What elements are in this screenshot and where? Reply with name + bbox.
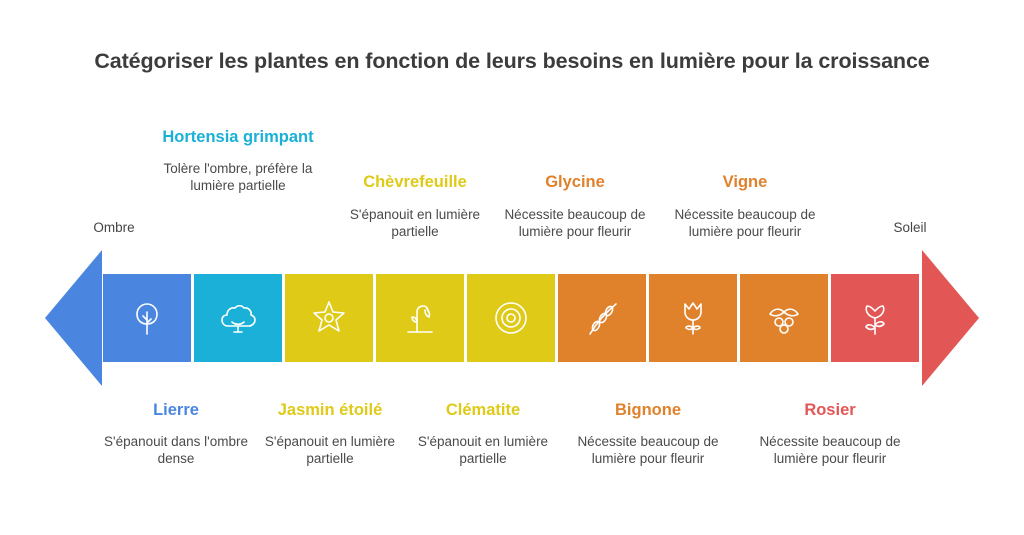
plant-name: Bignone — [615, 401, 681, 419]
cell-rosier — [831, 274, 919, 362]
plant-name: Rosier — [804, 401, 856, 419]
cell-glycine — [558, 274, 646, 362]
bush-icon — [221, 304, 256, 333]
sun-label: Soleil — [893, 220, 927, 235]
plant-description: S'épanouit dans l'ombre dense — [104, 434, 248, 466]
grapes-icon — [769, 308, 799, 334]
plant-name: Glycine — [545, 173, 605, 191]
shade-label: Ombre — [93, 220, 135, 235]
annotation-vigne: Vigne Nécessite beaucoup de lumière pour… — [660, 172, 830, 240]
plant-description: S'épanouit en lumière partielle — [349, 207, 481, 239]
star-flower-icon — [313, 301, 345, 332]
round-flower-icon — [495, 302, 527, 334]
wilted-flower-icon — [407, 305, 433, 333]
plant-description: Nécessite beaucoup de lumière pour fleur… — [504, 207, 646, 239]
plant-name: Lierre — [153, 401, 199, 419]
diagram-title: Catégoriser les plantes en fonction de l… — [94, 49, 930, 73]
plant-name: Clématite — [445, 401, 521, 419]
cell-lierre — [103, 274, 191, 362]
plant-name: Vigne — [722, 173, 768, 191]
plant-description: S'épanouit en lumière partielle — [264, 434, 396, 466]
plant-description: Tolère l'ombre, préfère la lumière parti… — [163, 161, 313, 193]
annotation-lierre: Lierre S'épanouit dans l'ombre dense — [91, 400, 261, 467]
annotation-chevrefeuille: Chèvrefeuille S'épanouit en lumière part… — [330, 172, 500, 240]
cell-vigne — [740, 274, 828, 362]
plant-description: Nécessite beaucoup de lumière pour fleur… — [674, 207, 816, 239]
annotation-bignone: Bignone Nécessite beaucoup de lumière po… — [563, 400, 733, 467]
cell-hortensia — [194, 274, 282, 362]
plant-name: Hortensia grimpant — [162, 128, 314, 146]
tree-icon — [136, 303, 158, 335]
tulip-icon — [684, 302, 702, 335]
flower-branch-icon — [589, 303, 617, 335]
cell-chevrefeuille — [376, 274, 464, 362]
annotation-hortensia: Hortensia grimpant Tolère l'ombre, préfè… — [153, 127, 323, 194]
annotation-jasmin: Jasmin étoilé S'épanouit en lumière part… — [245, 400, 415, 467]
cell-bignone — [649, 274, 737, 362]
plant-name: Chèvrefeuille — [363, 173, 467, 191]
plant-name: Jasmin étoilé — [277, 401, 383, 419]
cell-jasmin — [285, 274, 373, 362]
rose-icon — [865, 305, 885, 335]
annotation-rosier: Rosier Nécessite beaucoup de lumière pou… — [745, 400, 915, 467]
plant-description: Nécessite beaucoup de lumière pour fleur… — [759, 434, 901, 466]
annotation-glycine: Glycine Nécessite beaucoup de lumière po… — [490, 172, 660, 240]
right-arrowhead — [922, 250, 979, 386]
annotation-clematite: Clématite S'épanouit en lumière partiell… — [398, 400, 568, 467]
cell-clematite — [467, 274, 555, 362]
left-arrowhead — [45, 250, 102, 386]
plant-description: Nécessite beaucoup de lumière pour fleur… — [577, 434, 719, 466]
plant-description: S'épanouit en lumière partielle — [417, 434, 549, 466]
